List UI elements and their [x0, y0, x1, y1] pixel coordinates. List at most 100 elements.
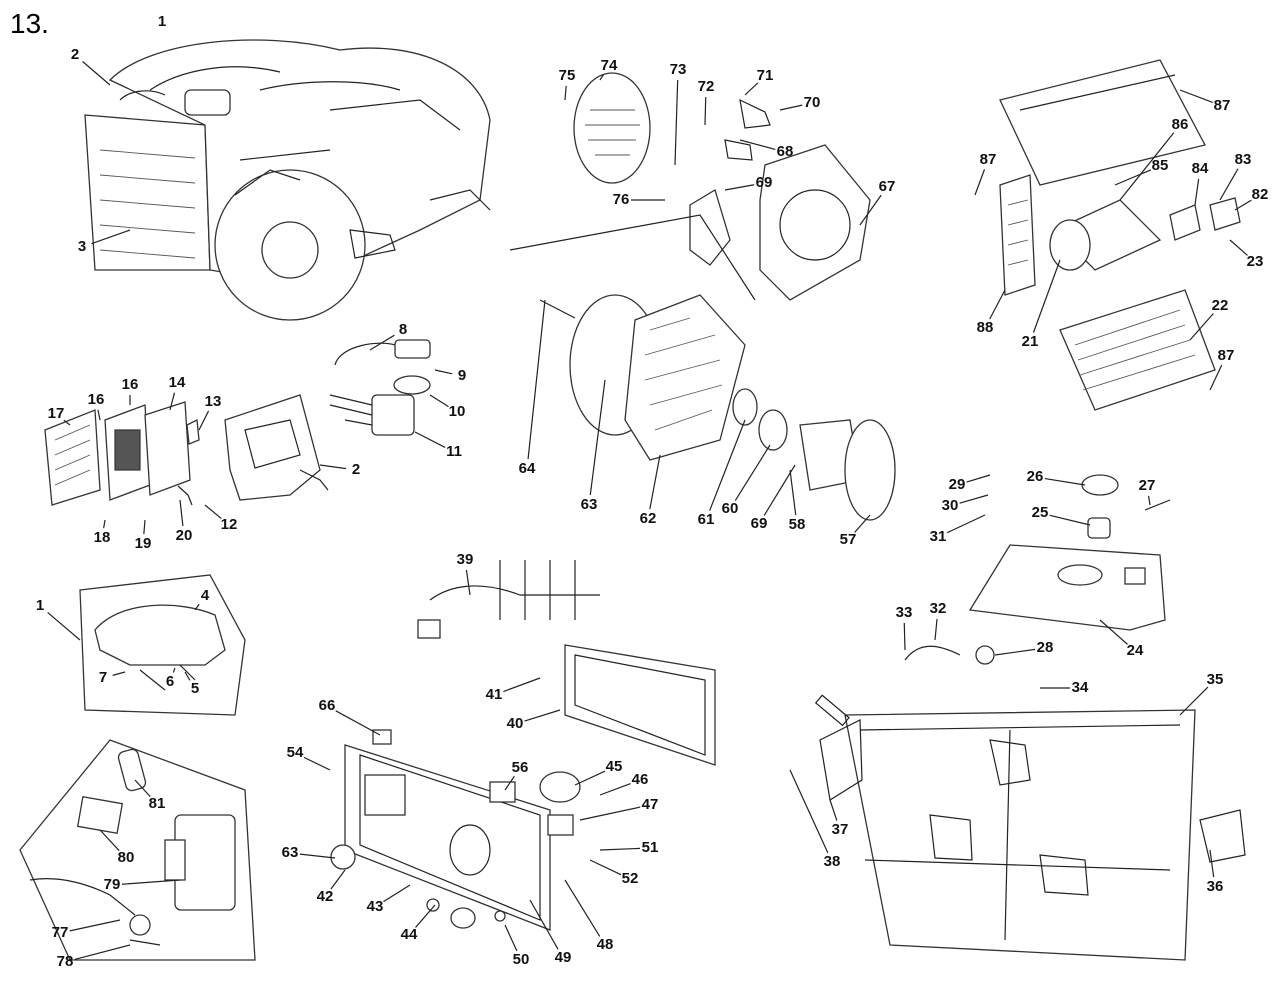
- leader-line-41: [503, 677, 541, 693]
- callout-1: 1: [158, 13, 166, 30]
- callout-28: 28: [1037, 639, 1054, 656]
- callout-2: 2: [352, 461, 360, 478]
- callout-32: 32: [930, 600, 947, 617]
- callout-20: 20: [176, 527, 193, 544]
- leader-line-24: [1099, 619, 1128, 645]
- callout-73: 73: [670, 61, 687, 78]
- leader-line-87: [974, 169, 986, 196]
- leader-line-44: [415, 904, 436, 928]
- callout-43: 43: [367, 898, 384, 915]
- callout-77: 77: [52, 924, 69, 941]
- callout-48: 48: [597, 936, 614, 953]
- callout-69: 69: [751, 515, 768, 532]
- fuel-valve-parts: [329, 339, 431, 436]
- callout-76: 76: [613, 191, 630, 208]
- callout-72: 72: [698, 78, 715, 95]
- callout-23: 23: [1247, 253, 1264, 270]
- leader-line-26: [1044, 477, 1086, 486]
- leader-line-35: [1179, 686, 1209, 716]
- callout-66: 66: [319, 697, 336, 714]
- leader-line-48: [564, 879, 601, 937]
- leader-line-45: [574, 770, 606, 786]
- callout-38: 38: [824, 853, 841, 870]
- leader-line-16: [97, 409, 101, 421]
- callout-61: 61: [698, 511, 715, 528]
- leader-line-82: [1234, 199, 1252, 211]
- callout-74: 74: [601, 57, 618, 74]
- air-filter-parts: [44, 394, 329, 506]
- leader-line-85: [1114, 169, 1152, 186]
- callout-45: 45: [606, 758, 623, 775]
- callout-62: 62: [640, 510, 657, 527]
- callout-71: 71: [757, 67, 774, 84]
- leader-line-13: [198, 410, 210, 431]
- callout-35: 35: [1207, 671, 1224, 688]
- callout-36: 36: [1207, 878, 1224, 895]
- callout-50: 50: [513, 951, 530, 968]
- leader-line-73: [674, 79, 679, 166]
- leader-line-30: [959, 494, 989, 504]
- callout-34: 34: [1072, 679, 1089, 696]
- leader-line-61: [709, 419, 746, 511]
- leader-line-70: [779, 104, 803, 111]
- leader-line-43: [383, 884, 411, 903]
- leader-line-87: [1179, 89, 1213, 104]
- leader-line-56: [504, 775, 515, 791]
- callout-3: 3: [78, 238, 86, 255]
- callout-30: 30: [942, 497, 959, 514]
- leader-line-14: [169, 392, 176, 411]
- leader-line-77: [69, 919, 121, 932]
- callout-79: 79: [104, 876, 121, 893]
- control-panel-assembly: [330, 560, 716, 931]
- leader-line-2: [82, 61, 111, 86]
- callout-37: 37: [832, 821, 849, 838]
- callout-63: 63: [581, 496, 598, 513]
- leader-line-10: [429, 394, 449, 408]
- leader-line-40: [524, 709, 561, 722]
- leader-line-57: [854, 514, 871, 533]
- leader-line-2: [319, 464, 347, 470]
- leader-line-21: [1032, 259, 1061, 333]
- leader-line-39: [465, 569, 471, 596]
- callout-16: 16: [88, 391, 105, 408]
- callout-52: 52: [622, 870, 639, 887]
- callout-29: 29: [949, 476, 966, 493]
- callout-19: 19: [135, 535, 152, 552]
- callout-14: 14: [169, 374, 186, 391]
- callout-26: 26: [1027, 468, 1044, 485]
- callout-75: 75: [559, 67, 576, 84]
- leader-line-83: [1219, 168, 1239, 201]
- callout-84: 84: [1192, 160, 1209, 177]
- frame-assembly: [814, 694, 1246, 961]
- callout-82: 82: [1252, 186, 1269, 203]
- leader-line-63: [589, 379, 606, 496]
- leader-line-74: [599, 74, 605, 81]
- callout-49: 49: [555, 949, 572, 966]
- callout-69: 69: [756, 174, 773, 191]
- callout-13: 13: [205, 393, 222, 410]
- leader-line-7: [112, 671, 126, 676]
- callout-9: 9: [458, 367, 466, 384]
- leader-line-6: [172, 667, 176, 673]
- callout-12: 12: [221, 516, 238, 533]
- leader-line-46: [599, 782, 631, 796]
- leader-line-69: [763, 464, 796, 516]
- leader-line-67: [859, 194, 882, 226]
- leader-line-64: [527, 299, 546, 460]
- callout-1: 1: [36, 597, 44, 614]
- leader-lines: [47, 61, 1252, 961]
- leader-line-37: [829, 799, 838, 821]
- callout-41: 41: [486, 686, 503, 703]
- leader-line-62: [649, 454, 661, 510]
- leader-line-68: [739, 139, 776, 151]
- leader-line-86: [1119, 132, 1175, 201]
- leader-line-63: [299, 853, 336, 859]
- engine-cover: [79, 574, 246, 716]
- leader-line-31: [946, 514, 986, 534]
- callout-83: 83: [1235, 151, 1252, 168]
- leader-line-11: [414, 431, 446, 448]
- callout-78: 78: [57, 953, 74, 970]
- callout-68: 68: [777, 143, 794, 160]
